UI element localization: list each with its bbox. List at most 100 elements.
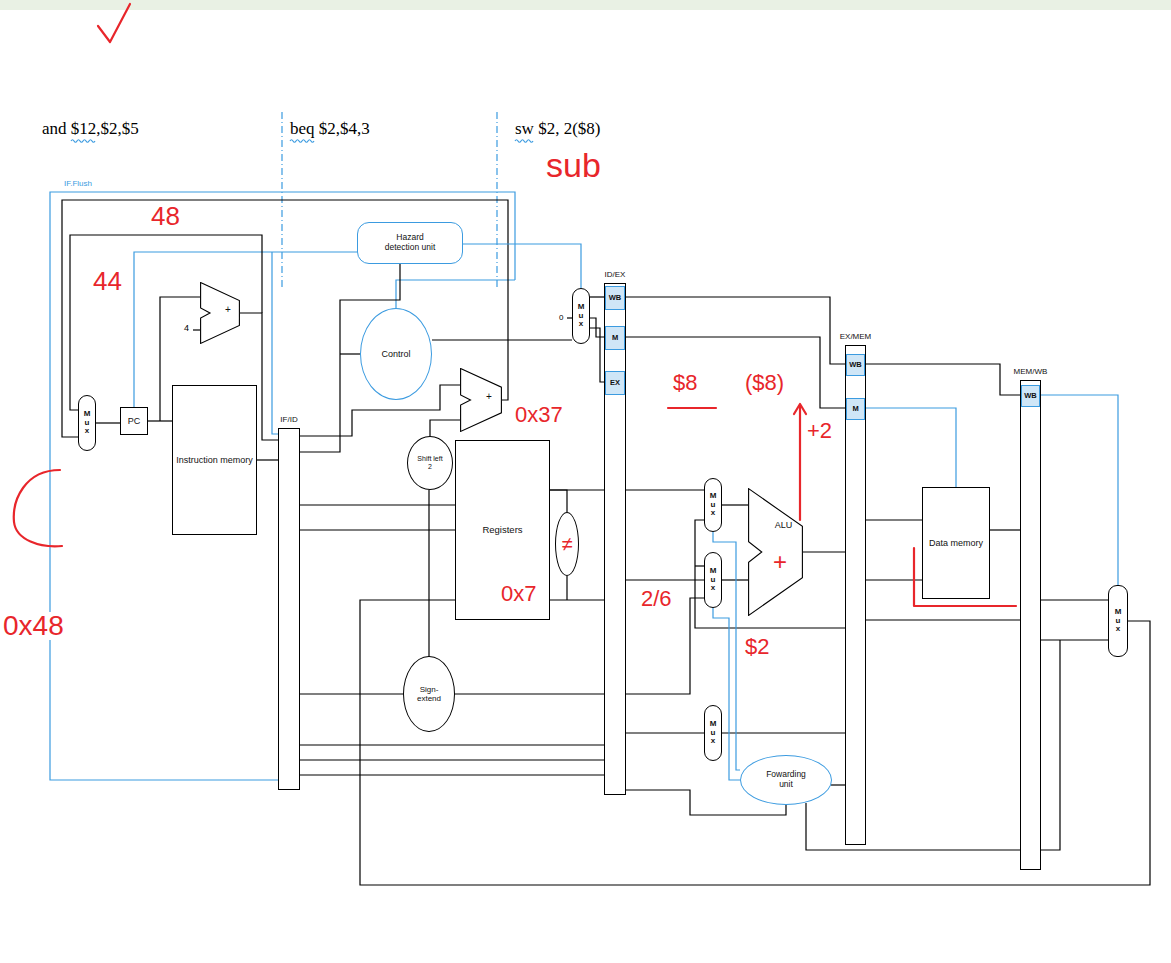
data-wire (300, 693, 403, 694)
signal-label: 0 (559, 314, 563, 322)
data-wire (455, 693, 604, 694)
node-text: Registers (482, 525, 522, 536)
data-wire (722, 579, 748, 580)
handwritten-note-holder: 0x48 (2, 612, 65, 640)
data-wire (722, 504, 748, 505)
node-text: + (476, 391, 502, 403)
data-wire (990, 529, 1020, 530)
data-wire (300, 774, 604, 775)
comparator: ≠ (555, 512, 579, 576)
shift-unit: Shift left 2 (407, 436, 453, 490)
control-field: WB (1021, 385, 1040, 407)
register-name: ID/EX (605, 270, 626, 279)
instruction-text-holder: beq $2,$4,3 (290, 120, 370, 137)
node-text: PC (128, 416, 141, 426)
data-wire (70, 235, 262, 410)
pipeline-register: EX/MEMWBM (845, 345, 866, 845)
node-text: M u x (83, 410, 91, 435)
node-text: Sign-extend (412, 685, 446, 703)
mux: M u x (1108, 585, 1128, 657)
handwritten-note-holder: $8 (672, 372, 698, 394)
node-text: WB (609, 294, 622, 303)
handwritten-note: sub (545, 148, 602, 182)
signal-label: 4 (184, 324, 189, 333)
node-text: EX (610, 379, 620, 388)
control-field: WB (846, 354, 865, 376)
handwritten-note-holder: 44 (92, 268, 123, 294)
data-wire (625, 337, 846, 408)
check-mark (98, 4, 130, 42)
control-field: WB (605, 286, 625, 310)
instruction-text-holder: sw $2, 2($8) (515, 120, 600, 137)
instruction-text: sw $2, 2($8) (515, 120, 600, 137)
node-text: M u x (709, 492, 717, 517)
control-field: M (605, 326, 625, 350)
register-name: IF/ID (280, 415, 297, 424)
handwritten-circle (14, 470, 62, 546)
node-text: Hazard detection unit (379, 233, 441, 253)
sign-extend-unit: Sign-extend (403, 656, 455, 732)
mux: M u x (572, 288, 590, 344)
forwarding-unit: Fowarding unit (740, 755, 832, 805)
stage-separator (496, 112, 497, 290)
data-wire (566, 576, 567, 600)
control-unit: Control (360, 308, 432, 400)
spell-underline (290, 140, 314, 143)
data-wire (550, 490, 567, 512)
node-text: Control (381, 349, 410, 359)
control-field: M (846, 398, 865, 420)
spell-underline (71, 140, 95, 143)
mux: M u x (704, 552, 722, 608)
data-wire (590, 328, 605, 382)
data-wire (866, 619, 1020, 620)
data-wire (428, 490, 429, 656)
handwritten-note-holder: +2 (806, 420, 833, 442)
node-text: + (216, 304, 240, 316)
control-wire (1041, 395, 1118, 585)
slide-band (0, 0, 1171, 10)
data-wire (148, 420, 172, 421)
node-text: M u x (709, 720, 717, 745)
control-wire (866, 408, 956, 487)
control-wire (272, 252, 278, 434)
data-wire (722, 732, 845, 733)
handwritten-note-holder: + (772, 550, 788, 574)
data-wire (866, 519, 922, 520)
node-text: M u x (577, 303, 585, 328)
handwritten-stroke (668, 407, 716, 409)
instruction-text-holder: and $12,$2,$5 (42, 120, 139, 137)
data-wire (803, 551, 845, 552)
handwritten-note: $2 (744, 636, 770, 658)
data-wire (430, 420, 460, 436)
node-text: M (852, 405, 858, 414)
signal-label-holder: IF.Flush (64, 180, 92, 188)
data-wire (432, 339, 572, 340)
data-wire (695, 565, 704, 566)
alu-outline (200, 282, 240, 344)
data-wire (300, 529, 455, 530)
signal-label-holder: 0 (559, 314, 563, 322)
signal-label-holder: 4 (184, 324, 189, 333)
control-wire (396, 280, 515, 308)
handwritten-note: 2/6 (640, 588, 673, 610)
data-wire (625, 297, 846, 364)
instruction-text: beq $2,$4,3 (290, 120, 370, 137)
handwritten-note-holder: 0x37 (514, 404, 564, 426)
data-wire (96, 422, 120, 423)
handwritten-note: 0x48 (2, 612, 65, 640)
handwritten-note: 0x37 (514, 404, 564, 426)
node-text: Fowarding unit (760, 770, 812, 790)
handwritten-note-holder: 48 (150, 203, 181, 229)
handwritten-arrow (794, 404, 806, 414)
node-text: WB (849, 361, 862, 370)
pipeline-register: MEM/WBWB (1020, 380, 1041, 870)
handwritten-note: +2 (806, 420, 833, 442)
mux: M u x (78, 395, 96, 451)
handwritten-note-holder: 2/6 (640, 588, 673, 610)
adder: + (200, 282, 240, 344)
node-text: Instruction memory (176, 455, 253, 465)
stage-separator (281, 112, 282, 290)
hazard-detection-unit: Hazard detection unit (357, 222, 463, 264)
signal-label: IF.Flush (64, 180, 92, 188)
